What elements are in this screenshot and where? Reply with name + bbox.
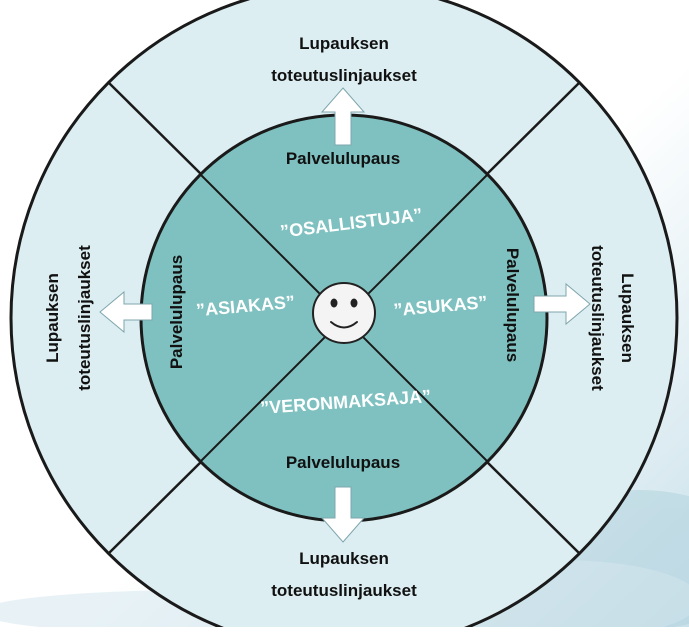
outer-label-top-line2: toteutuslinjaukset [271,66,417,85]
outer-label-right-line1: Lupauksen [618,273,637,363]
arrow-down-icon [320,486,366,543]
outer-label-left-line1: Lupauksen [43,273,62,363]
outer-label-bottom-line1: Lupauksen [299,549,389,568]
outer-divider-top-right [478,81,581,183]
promise-label-right: Palvelulupaus [503,248,522,362]
promise-label-left: Palvelulupaus [167,255,186,369]
outer-label-bottom-line2: toteutuslinjaukset [271,581,417,600]
outer-dividers [107,81,581,555]
promise-label-top: Palvelulupaus [286,149,400,168]
promise-label-bottom: Palvelulupaus [286,453,400,472]
outer-label-top: Lupauksen toteutuslinjaukset [271,34,417,85]
arrow-left-icon [99,290,153,334]
outer-label-bottom: Lupauksen toteutuslinjaukset [271,549,417,600]
arrows [99,87,591,543]
outer-label-left-line2: toteutuslinjaukset [75,245,94,391]
outer-divider-bottom-right [478,453,581,555]
arrow-up-icon [320,87,366,146]
outer-divider-top-left [107,81,210,183]
outer-label-right-line2: toteutuslinjaukset [588,245,607,391]
outer-label-left: Lupauksen toteutuslinjaukset [43,245,94,391]
outer-label-right: Lupauksen toteutuslinjaukset [588,245,637,391]
outer-label-top-line1: Lupauksen [299,34,389,53]
arrow-right-icon [533,282,591,326]
smiley-face-icon [312,282,376,344]
outer-divider-bottom-left [107,453,210,555]
